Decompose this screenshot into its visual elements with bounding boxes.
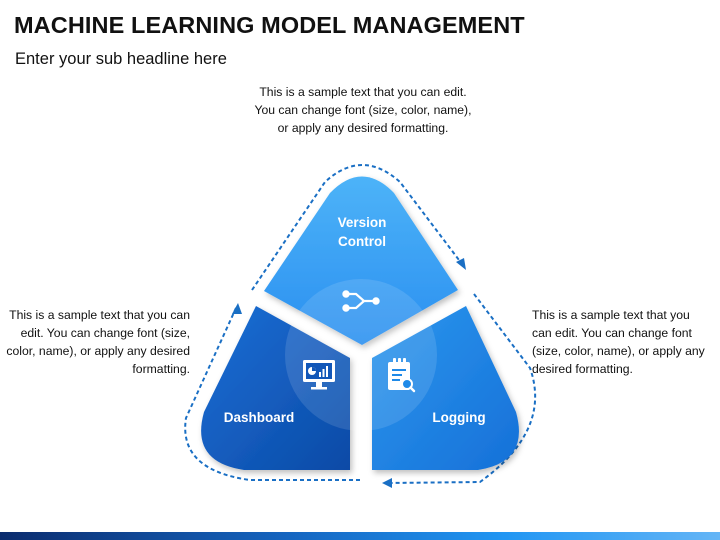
- label-version-control-line2: Control: [338, 234, 386, 249]
- branch-merge-icon: [342, 290, 380, 312]
- description-top: This is a sample text that you can edit.…: [254, 85, 472, 135]
- segment-dashboard: [201, 306, 350, 470]
- clipboard-search-icon: [388, 358, 416, 393]
- label-version-control-line1: Version: [338, 215, 387, 230]
- description-left: This is a sample text that you can edit.…: [6, 308, 190, 376]
- arrow-top-right: [251, 164, 463, 291]
- segment-version-control: [264, 176, 458, 345]
- arrowhead-left: [232, 303, 242, 314]
- arrowhead-top: [456, 258, 466, 270]
- label-dashboard: Dashboard: [224, 410, 295, 425]
- segment-logging: [372, 306, 519, 470]
- monitor-chart-icon: [303, 360, 335, 390]
- arrow-right-bottom: [387, 293, 537, 484]
- page-subtitle: Enter your sub headline here: [15, 50, 227, 68]
- page-title: MACHINE LEARNING MODEL MANAGEMENT: [14, 12, 525, 38]
- arrowhead-bottom: [382, 478, 392, 488]
- description-right: This is a sample text that you can edit.…: [532, 308, 705, 376]
- cycle-arrows: [184, 164, 537, 484]
- arrow-heads: [232, 258, 466, 488]
- label-logging: Logging: [432, 410, 485, 425]
- footer-gradient-bar: [0, 532, 720, 540]
- center-circle: [285, 279, 437, 431]
